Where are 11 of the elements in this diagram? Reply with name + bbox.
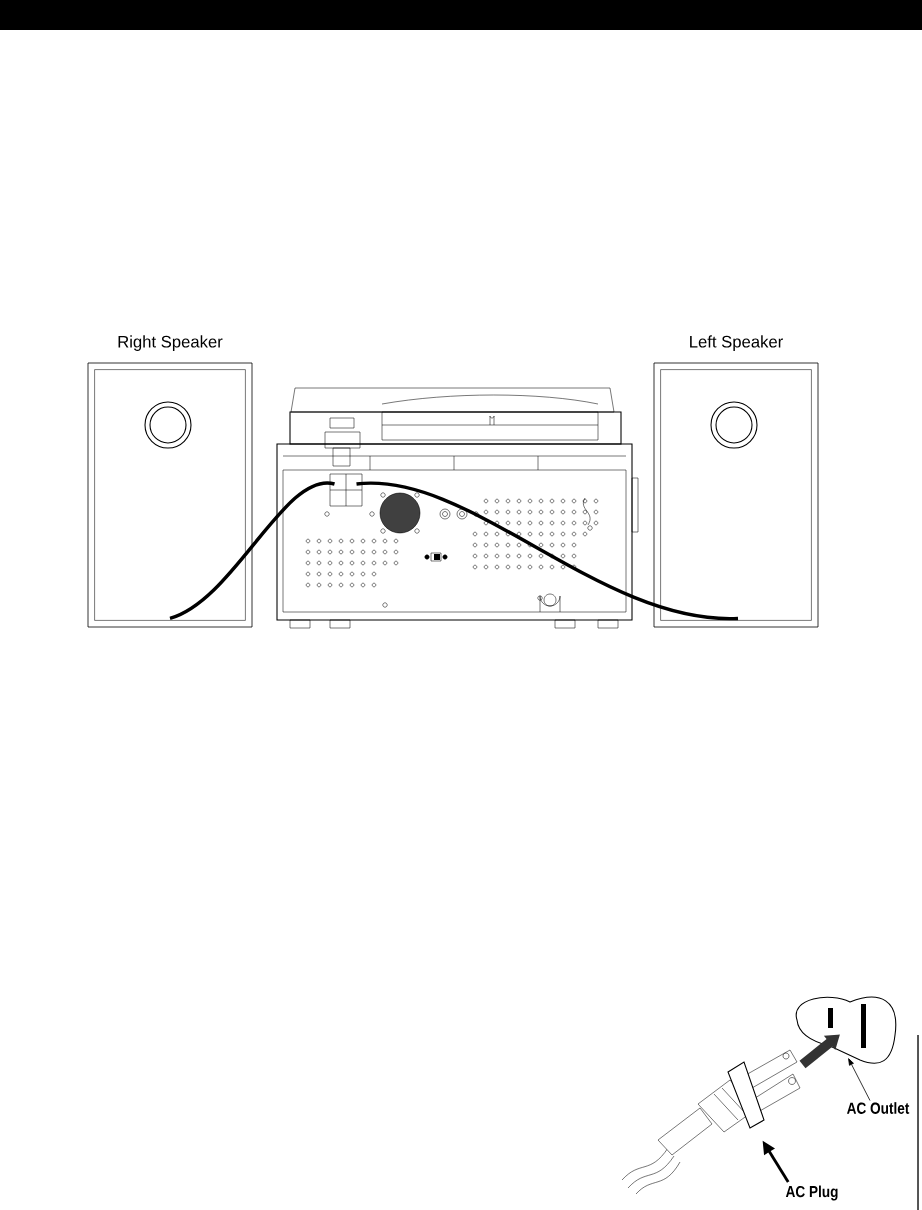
node-label: Right Speaker [118,335,223,351]
leader-line [848,1058,871,1101]
callout-label: AC Outlet [847,1102,910,1114]
stereo-drawing [276,387,639,629]
outlet-drawing [795,996,897,1064]
speaker-box: Left Speaker [653,335,819,628]
node-label: Left Speaker [690,335,783,351]
speaker-box: Right Speaker [87,335,253,628]
arrow [799,1034,840,1069]
cable [169,481,335,620]
callout-label: AC Plug [785,1185,838,1201]
